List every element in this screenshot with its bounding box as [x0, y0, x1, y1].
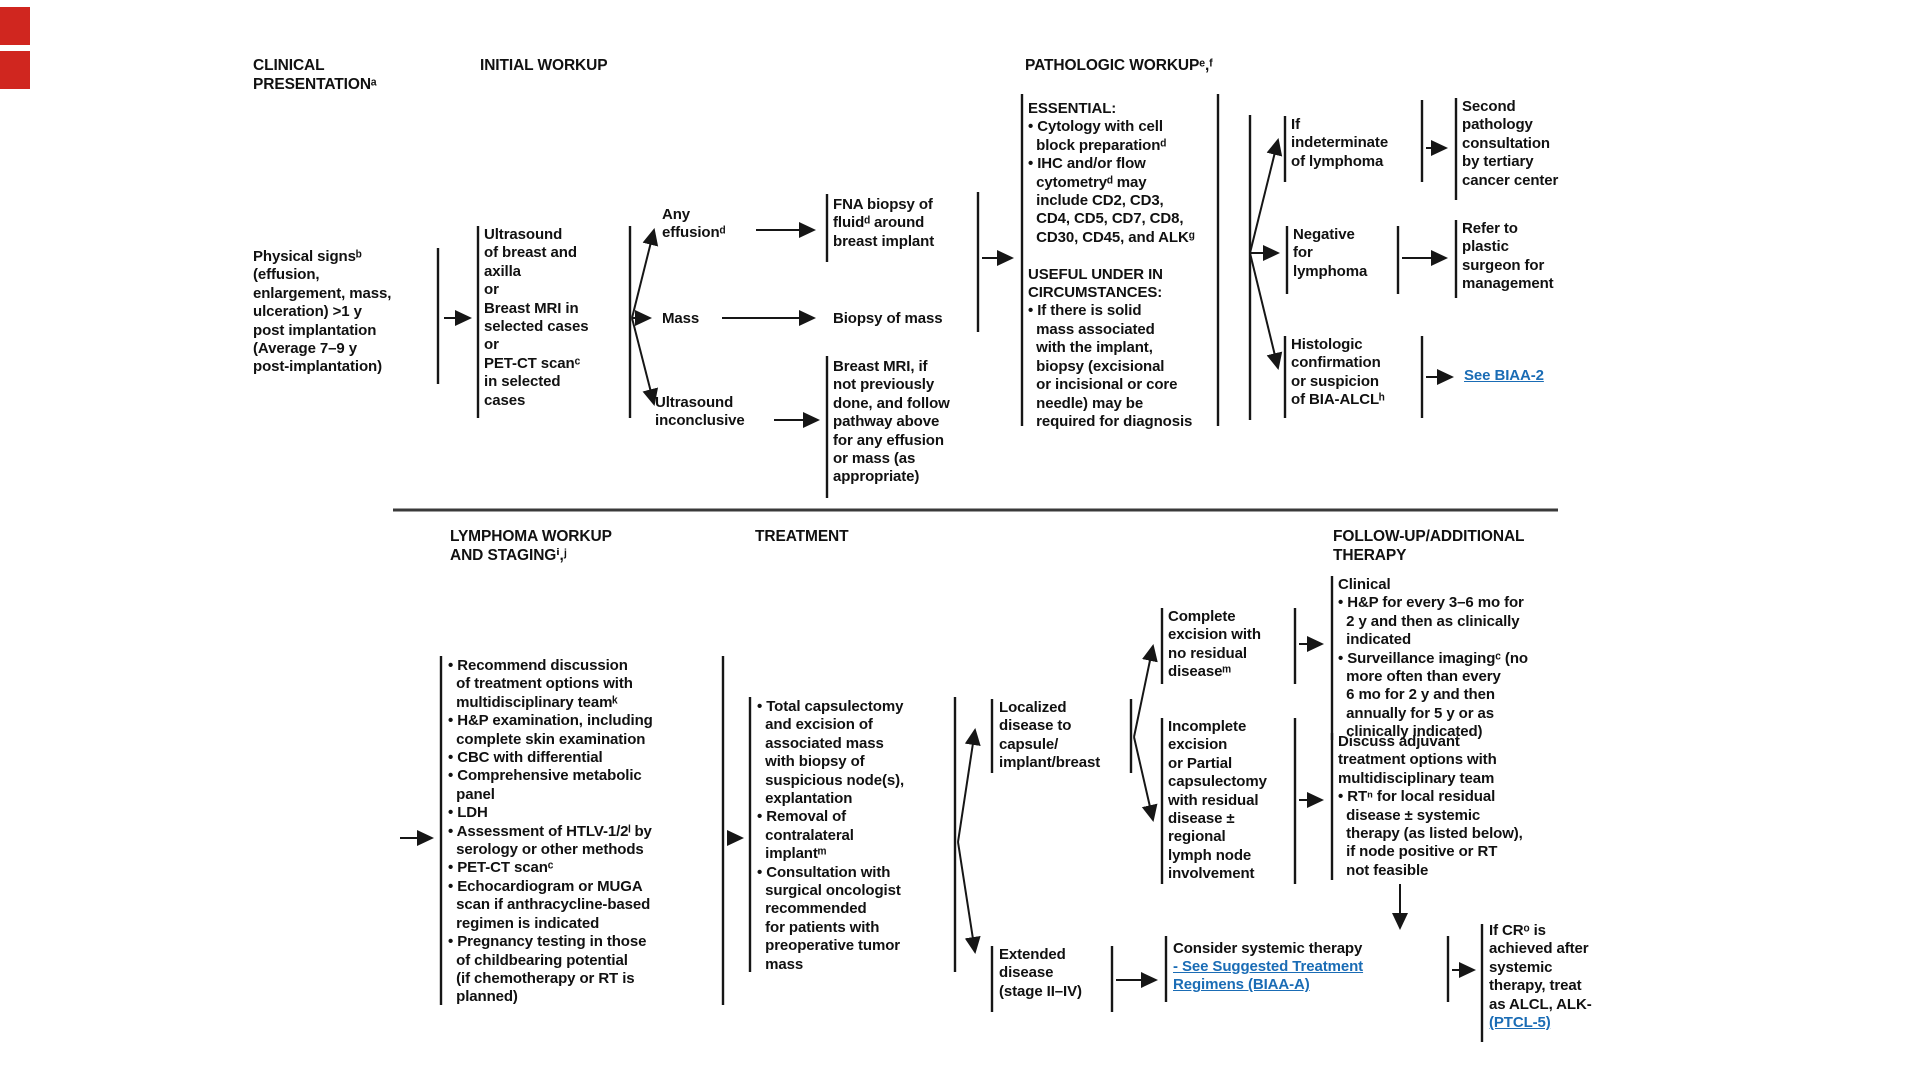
node-treatment-list: • Total capsulectomy and excision of ass… — [757, 698, 905, 973]
header-lymphoma-workup: LYMPHOMA WORKUP AND STAGINGⁱ,ʲ — [450, 528, 612, 564]
node-breast-mri: Breast MRI, if not previously done, and … — [833, 358, 950, 486]
node-consider-systemic: Consider systemic therapy — [1173, 940, 1363, 957]
header-treatment: TREATMENT — [755, 528, 849, 545]
node-adjuvant-treatment: Discuss adjuvant treatment options with … — [1338, 733, 1523, 879]
node-second-pathology: Second pathology consultation by tertiar… — [1462, 98, 1559, 189]
suggested-regimens-biaa-a-link[interactable]: - See Suggested Treatment Regimens (BIAA… — [1173, 958, 1364, 994]
node-lymphoma-workup-list: • Recommend discussion of treatment opti… — [448, 657, 653, 1006]
node-extended-disease: Extended disease (stage II–IV) — [999, 946, 1082, 1000]
node-complete-excision: Complete excision with no residual disea… — [1168, 608, 1261, 681]
node-histologic-confirmation: Histologic confirmation or suspicion of … — [1291, 336, 1385, 409]
node-initial-workup-list: Ultrasound of breast and axilla or Breas… — [484, 226, 589, 409]
see-biaa2-link[interactable]: See BIAA-2 — [1464, 367, 1544, 384]
node-indeterminate: If indeterminate of lymphoma — [1291, 116, 1389, 170]
node-negative-lymphoma: Negative for lymphoma — [1293, 226, 1368, 280]
node-incomplete-excision: Incomplete excision or Partial capsulect… — [1168, 718, 1267, 883]
node-physical-signs: Physical signsᵇ (effusion, enlargement, … — [253, 248, 392, 376]
ptcl5-link[interactable]: (PTCL-5) — [1489, 1014, 1551, 1031]
header-pathologic-workup: PATHOLOGIC WORKUPᵉ,ᶠ — [1025, 57, 1213, 74]
node-ultrasound-inconclusive: Ultrasound inconclusive — [655, 394, 745, 430]
node-refer-plastic-surgeon: Refer to plastic surgeon for management — [1462, 220, 1554, 293]
red-marker-bottom — [0, 51, 30, 89]
header-followup-therapy: FOLLOW-UP/ADDITIONAL THERAPY — [1333, 528, 1525, 564]
node-if-cr-achieved: If CRᵒ is achieved after systemic therap… — [1489, 922, 1592, 1013]
red-marker-top — [0, 7, 30, 45]
node-any-effusion: Any effusionᵈ — [662, 206, 726, 242]
node-mass: Mass — [662, 310, 700, 327]
node-localized-disease: Localized disease to capsule/ implant/br… — [999, 699, 1101, 772]
header-initial-workup: INITIAL WORKUP — [480, 57, 608, 74]
node-fna-biopsy: FNA biopsy of fluidᵈ around breast impla… — [833, 196, 935, 250]
node-clinical-followup: Clinical • H&P for every 3–6 mo for 2 y … — [1338, 576, 1528, 741]
header-clinical-presentation: CLINICAL PRESENTATIONᵃ — [253, 57, 377, 93]
node-biopsy-of-mass: Biopsy of mass — [833, 310, 943, 327]
node-pathologic-workup-list: ESSENTIAL: • Cytology with cell block pr… — [1028, 100, 1195, 430]
